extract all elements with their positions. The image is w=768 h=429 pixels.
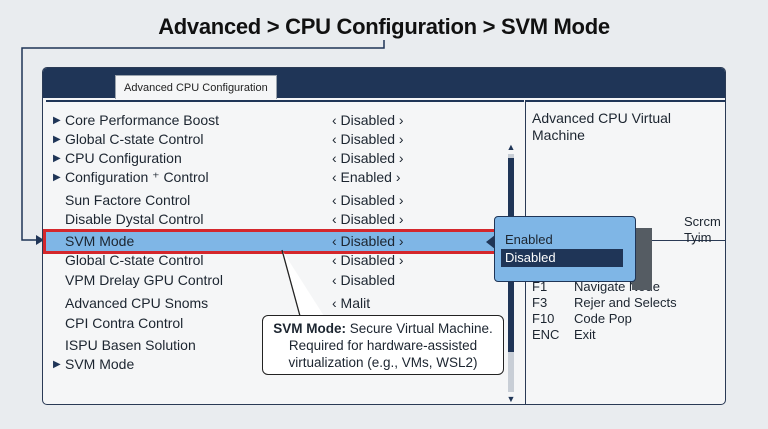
setting-row[interactable]: ▶ Global C-state Control ‹ Disabled › bbox=[46, 130, 520, 149]
setting-value[interactable]: ‹ Disabled › bbox=[332, 252, 404, 268]
setting-row[interactable]: Global C-state Control ‹ Disabled › bbox=[46, 251, 520, 270]
setting-value[interactable]: ‹ Disabled › bbox=[332, 233, 404, 249]
key-description: Exit bbox=[574, 327, 596, 342]
settings-list: ▶ Core Performance Boost ‹ Disabled › ▶ Glob… bbox=[43, 100, 524, 404]
setting-label: Advanced CPU Snoms bbox=[65, 295, 209, 311]
dropdown-shadow bbox=[632, 228, 652, 290]
key-name: F10 bbox=[532, 311, 555, 326]
dropdown-pointer-icon bbox=[486, 235, 495, 249]
scroll-down-icon[interactable]: ▼ bbox=[506, 394, 516, 404]
setting-row[interactable]: ▶ Configuration ⁺ Control ‹ Enabled › bbox=[46, 168, 520, 187]
setting-label: Global C-state Control bbox=[65, 131, 204, 147]
setting-label: CPI Contra Control bbox=[65, 315, 184, 331]
value-dropdown[interactable]: Enabled Disabled bbox=[486, 216, 636, 282]
submenu-arrow-icon: ▶ bbox=[53, 134, 61, 145]
setting-row[interactable]: VPM Drelay GPU Control ‹ Disabled bbox=[46, 271, 520, 290]
bios-header-bar: Advanced CPU Configuration bbox=[43, 68, 725, 99]
setting-value[interactable]: ‹ Disabled › bbox=[332, 150, 404, 166]
setting-label: Disable Dystal Control bbox=[65, 211, 204, 227]
setting-value[interactable]: ‹ Disabled bbox=[332, 272, 396, 288]
key-legend-item: ENC Exit bbox=[532, 327, 722, 343]
submenu-arrow-icon: ▶ bbox=[53, 115, 61, 126]
setting-value[interactable]: ‹ Malit bbox=[332, 295, 371, 311]
key-description: Code Pop bbox=[574, 311, 632, 326]
setting-row-selected[interactable]: SVM Mode ‹ Disabled › bbox=[43, 229, 523, 254]
setting-row[interactable]: CPI Contra Control bbox=[46, 314, 520, 333]
setting-value[interactable]: ‹ Disabled › bbox=[332, 192, 404, 208]
setting-row[interactable]: ▶ SVM Mode bbox=[46, 355, 520, 374]
setting-row[interactable]: ▶ Core Performance Boost ‹ Disabled › bbox=[46, 111, 520, 130]
tab-advanced-cpu-configuration[interactable]: Advanced CPU Configuration bbox=[115, 75, 277, 99]
key-name: ENC bbox=[532, 327, 560, 342]
help-text-fragment: Scrcm Tyim bbox=[684, 214, 721, 245]
key-legend-item: F3 Rejer and Selects bbox=[532, 295, 722, 311]
setting-label: ISPU Basen Solution bbox=[65, 337, 196, 353]
setting-label: Core Performance Boost bbox=[65, 112, 220, 128]
setting-value[interactable]: ‹ Enabled › bbox=[332, 169, 401, 185]
setting-label: Configuration ⁺ Control bbox=[65, 169, 209, 185]
key-legend-item: F10 Code Pop bbox=[532, 311, 722, 327]
key-name: F1 bbox=[532, 279, 548, 294]
svm-tooltip: SVM Mode: Secure Virtual Machine. Requir… bbox=[262, 315, 504, 375]
page-title: Advanced > CPU Configuration > SVM Mode bbox=[158, 14, 610, 39]
setting-label: VPM Drelay GPU Control bbox=[65, 272, 223, 288]
setting-row[interactable]: ISPU Basen Solution bbox=[46, 336, 520, 355]
submenu-arrow-icon: ▶ bbox=[53, 172, 61, 183]
submenu-arrow-icon: ▶ bbox=[53, 153, 61, 164]
setting-value[interactable]: ‹ Disabled › bbox=[332, 211, 404, 227]
help-panel-top-rule bbox=[526, 100, 725, 102]
submenu-arrow-icon: ▶ bbox=[53, 359, 61, 370]
help-description: Advanced CPU Virtual Machine bbox=[532, 110, 672, 143]
setting-label: CPU Configuration bbox=[65, 150, 182, 166]
setting-value[interactable]: ‹ Disabled › bbox=[332, 112, 404, 128]
setting-row[interactable]: Advanced CPU Snoms ‹ Malit bbox=[46, 294, 520, 313]
setting-row[interactable]: ▶ CPU Configuration ‹ Disabled › bbox=[46, 149, 520, 168]
dropdown-option-enabled[interactable]: Enabled bbox=[505, 232, 553, 247]
key-name: F3 bbox=[532, 295, 548, 310]
setting-row[interactable]: Disable Dystal Control ‹ Disabled › bbox=[46, 210, 520, 229]
scroll-up-icon[interactable]: ▲ bbox=[506, 142, 516, 152]
setting-label: SVM Mode bbox=[65, 356, 135, 372]
setting-label: Sun Factore Control bbox=[65, 192, 191, 208]
dropdown-option-disabled[interactable]: Disabled bbox=[501, 249, 623, 267]
setting-label: SVM Mode bbox=[65, 233, 135, 249]
setting-label: Global C-state Control bbox=[65, 252, 204, 268]
key-description: Rejer and Selects bbox=[574, 295, 677, 310]
setting-value[interactable]: ‹ Disabled › bbox=[332, 131, 404, 147]
setting-row[interactable]: Sun Factore Control ‹ Disabled › bbox=[46, 191, 520, 210]
